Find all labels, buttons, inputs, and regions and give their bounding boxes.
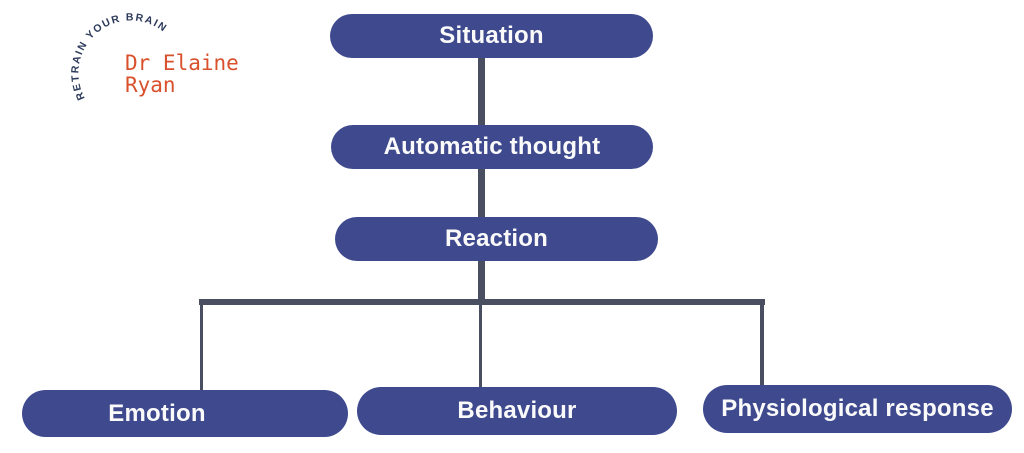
connector-reaction-branch-stem	[478, 254, 485, 304]
node-reaction: Reaction	[335, 217, 658, 261]
node-physiological-response-label: Physiological response	[721, 395, 994, 422]
logo-name-line2: Ryan	[125, 73, 176, 97]
node-reaction-label: Reaction	[445, 225, 548, 252]
brand-logo: RETRAIN YOUR BRAIN Dr Elaine Ryan	[70, 2, 330, 127]
connector-branch-horizontal	[199, 299, 765, 305]
node-behaviour-label: Behaviour	[457, 397, 577, 424]
logo-arc: RETRAIN YOUR BRAIN	[70, 11, 168, 102]
node-situation: Situation	[330, 14, 653, 58]
node-emotion-label: Emotion	[108, 399, 206, 427]
node-behaviour: Behaviour	[357, 387, 677, 435]
node-physiological-response: Physiological response	[703, 385, 1012, 433]
connector-branch-emotion	[200, 299, 203, 393]
connector-branch-physiological	[760, 299, 764, 388]
node-automatic-thought: Automatic thought	[331, 125, 653, 169]
node-situation-label: Situation	[439, 22, 544, 49]
connector-automatic-reaction	[478, 160, 485, 224]
node-emotion: Emotion	[22, 390, 348, 437]
connector-situation-automatic	[478, 50, 485, 132]
node-automatic-thought-label: Automatic thought	[383, 133, 601, 160]
connector-branch-behaviour	[479, 299, 482, 390]
logo-name-line1: Dr Elaine	[125, 51, 239, 75]
logo-name: Dr Elaine Ryan	[125, 52, 239, 96]
